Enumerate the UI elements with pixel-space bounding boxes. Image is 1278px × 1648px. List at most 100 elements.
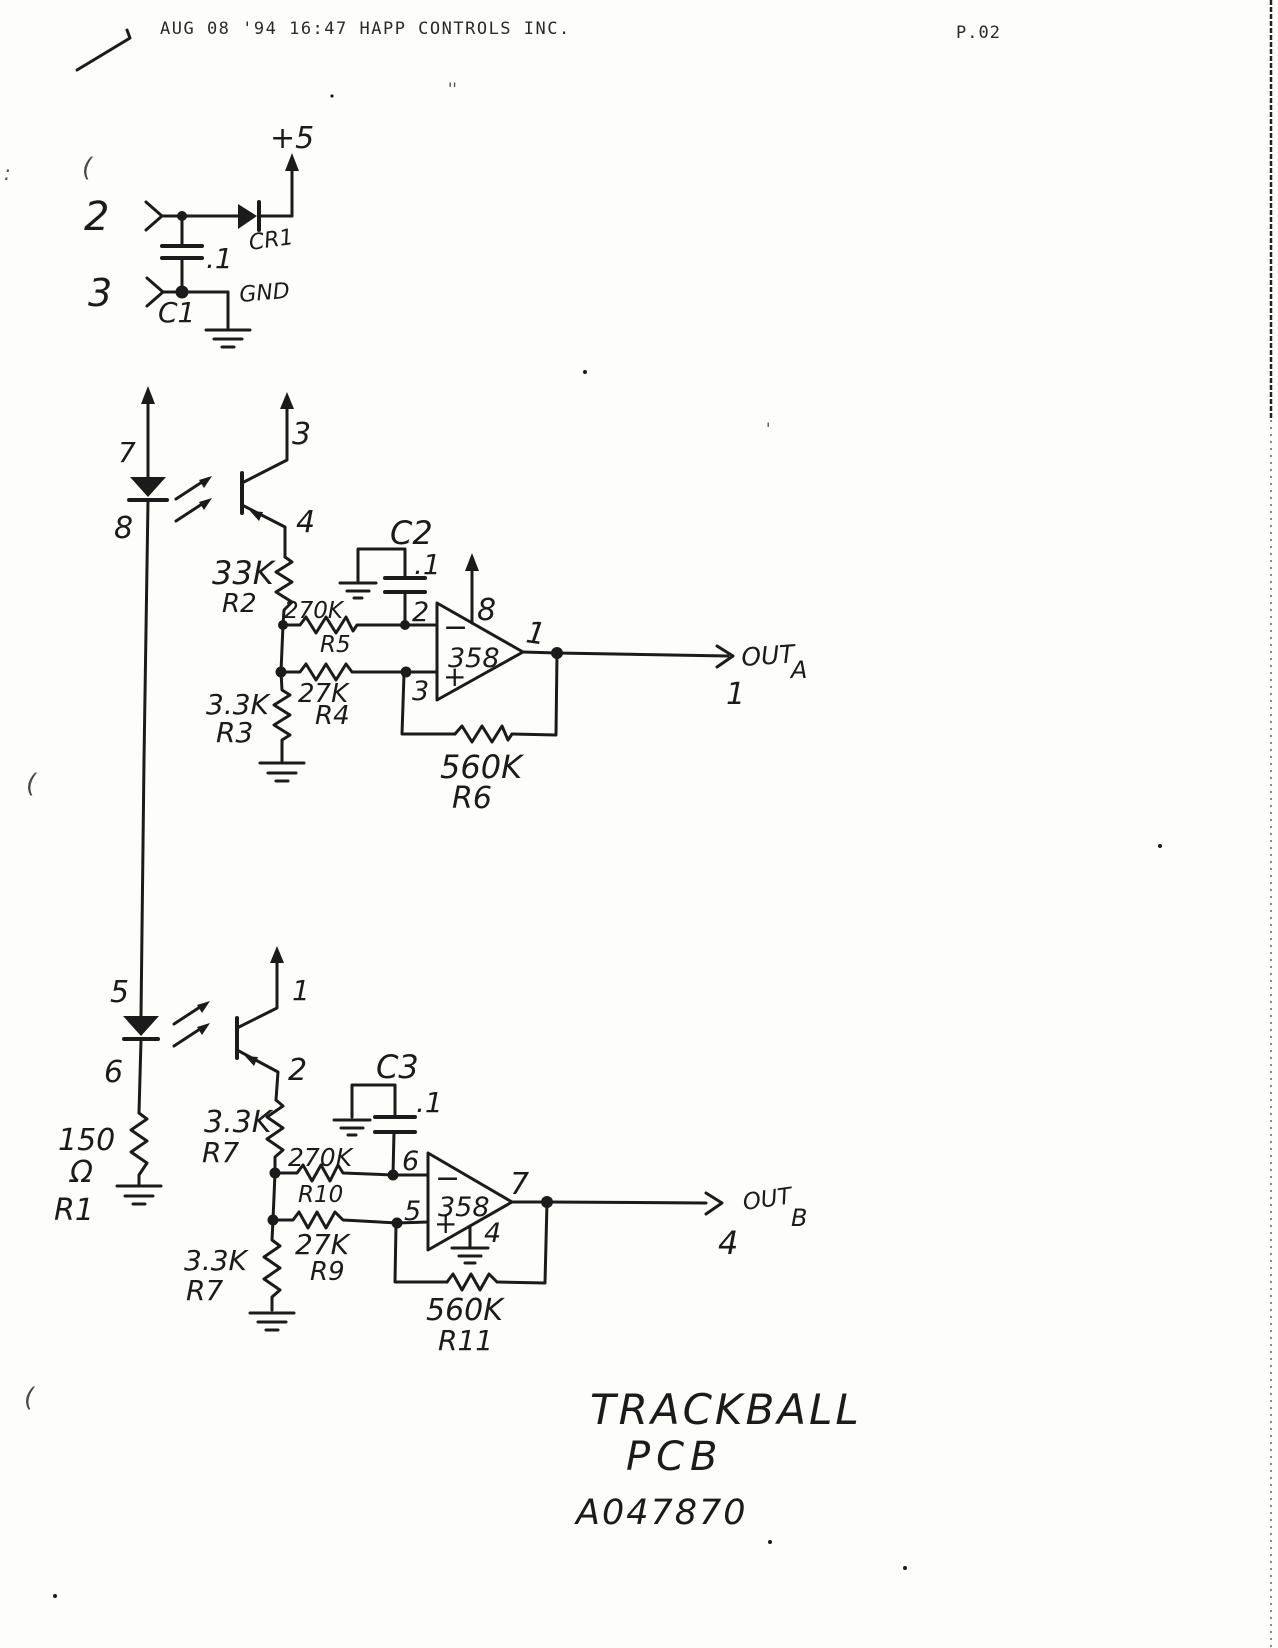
pt-a-collector-pin: 3 [292, 417, 311, 452]
output-b: OUT B 4 [510, 1183, 807, 1262]
phototransistor-a: 3 4 [240, 392, 315, 559]
opamp-a-out-pin: 1 [524, 615, 548, 652]
pt-b-collector-pin: 1 [292, 974, 310, 1007]
title-line2: PCB [626, 1434, 724, 1480]
r9-ref-label: R9 [310, 1257, 345, 1287]
wire [400, 672, 457, 736]
wire [495, 1200, 549, 1285]
r7-value-label: 3.3K [204, 1105, 274, 1140]
r2-value-label: 33K [212, 554, 277, 592]
ground-symbol [258, 761, 306, 783]
c3-lead [391, 1130, 396, 1177]
pt-b-emitter-pin: 2 [288, 1053, 307, 1088]
light-arrows [174, 476, 212, 523]
wire [137, 1038, 143, 1115]
collector-wire [240, 396, 289, 485]
c2-value-label: .1 [414, 548, 441, 581]
wire [271, 1171, 277, 1222]
phototransistor-b: 1 2 [235, 946, 310, 1102]
led-a-pin-7: 7 [118, 436, 136, 469]
junction-dot [400, 666, 412, 678]
opamp-b-noninv-pin: 5 [404, 1196, 421, 1227]
led-a-triangle [130, 477, 166, 497]
led-b-pin-6: 6 [104, 1055, 123, 1090]
r1-ref-label: R1 [54, 1193, 94, 1228]
footer-title: TRACKBALL PCB A047870 [574, 1385, 862, 1533]
c3-ref-label: C3 [376, 1048, 419, 1086]
channel-a-circuit: 3 4 33K R2 270K R5 27K R4 3.3K R3 [174, 392, 807, 816]
ground-symbol [332, 1118, 372, 1137]
up-arrowhead [285, 153, 299, 171]
c2-bracket-wire [356, 547, 407, 583]
pt-a-emitter-pin: 4 [296, 505, 315, 540]
resistor-r10 [273, 1163, 395, 1183]
wire [510, 651, 559, 737]
wire [393, 1223, 449, 1284]
led-a-pin-8: 8 [114, 511, 133, 546]
out-a-sub: A [789, 656, 807, 684]
out-b-label: OUT [741, 1183, 795, 1216]
led-b-triangle [123, 1016, 159, 1036]
resistor-r11 [445, 1272, 499, 1292]
title-line1: TRACKBALL [590, 1385, 862, 1434]
r1-value-label: 150 [58, 1123, 115, 1158]
opamp-a-noninv-pin: 3 [412, 676, 429, 707]
r6-value-label: 560K [440, 748, 525, 786]
wire [555, 651, 730, 658]
speck [53, 1594, 57, 1598]
resistor-r7 [265, 1098, 285, 1175]
fax-page-number: P.02 [956, 23, 1001, 43]
out-b-sub: B [791, 1204, 807, 1232]
c3-bracket-wire [350, 1083, 397, 1119]
wire [545, 1200, 708, 1205]
resistor-r9 [271, 1210, 399, 1230]
ground-symbol [115, 1184, 163, 1206]
up-arrowhead [465, 553, 479, 571]
stray-mark: ( [82, 153, 94, 183]
out-a-label: OUT [740, 639, 797, 672]
opamp-b-part-label: 358 [438, 1192, 490, 1223]
speck [1158, 844, 1162, 848]
r2-ref-label: R2 [222, 589, 257, 619]
ground-symbol [204, 328, 252, 349]
ground-symbol [450, 1246, 490, 1265]
opamp-a-noninv-sign: + [443, 660, 466, 693]
opamp-b: − + 358 6 5 4 7 [391, 1146, 529, 1265]
r6-ref-label: R6 [452, 781, 492, 816]
up-arrowhead [270, 946, 284, 963]
pen-stroke-artifact [75, 28, 132, 72]
led-b-pin-5: 5 [110, 975, 129, 1010]
r11-ref-label: R11 [438, 1324, 493, 1357]
light-arrows [172, 1001, 210, 1048]
arrowhead-open [715, 644, 735, 669]
junction-dot [391, 1217, 403, 1229]
r8-value-label: 3.3K [184, 1244, 250, 1277]
led-rail-wire [139, 499, 150, 1018]
capacitor-c3: C3 .1 [332, 1048, 443, 1181]
r4-value-label: 27K [298, 679, 350, 709]
r1-ohm-label: Ω [68, 1155, 93, 1190]
r3-ref-label: R3 [216, 716, 253, 749]
resistor-r2 [274, 555, 294, 627]
opamp-a-triangle [435, 601, 525, 702]
resistor-r3 [272, 670, 292, 763]
emitter-arrowhead [250, 511, 263, 521]
opamp-b-inv-sign: − [435, 1161, 460, 1196]
feedback-r6: 560K R6 [400, 651, 559, 816]
speck [330, 94, 334, 98]
optocoupler-led-string: 7 8 5 6 150 Ω R1 [54, 386, 169, 1228]
pin-3-label: 3 [88, 271, 112, 315]
channel-b-circuit: 1 2 3.3K R7 270K R10 27K R9 3.3K R7 [172, 946, 807, 1357]
gnd-label: GND [238, 279, 290, 308]
up-arrowhead [280, 392, 294, 409]
stray-mark: ' [766, 419, 770, 438]
r5-ref-label: R5 [320, 632, 351, 658]
pin-2-connector [144, 200, 164, 232]
speck [768, 1540, 772, 1544]
r3-value-label: 3.3K [206, 688, 272, 721]
pin-2-label: 2 [84, 194, 109, 240]
opamp-b-noninv-sign: + [434, 1207, 457, 1240]
power-input-circuit: 2 CR1 +5 .1 C1 3 GND [84, 121, 314, 349]
up-arrowhead [141, 386, 155, 404]
speck [583, 370, 587, 374]
